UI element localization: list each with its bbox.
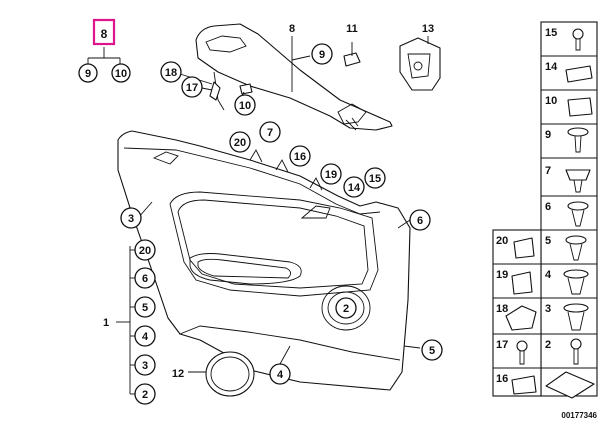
callout-6-panel[interactable]: 6 (417, 215, 423, 227)
callout-9-b[interactable]: 9 (319, 49, 325, 61)
selected-part-box[interactable] (92, 18, 116, 46)
callout-8-selected[interactable]: 8 (101, 27, 108, 41)
group-item-2[interactable]: 2 (142, 389, 148, 401)
fastener-16-icon (511, 375, 537, 395)
fastener-list-labels: 15 14 10 9 7 6 5 4 3 2 20 19 18 17 16 (496, 27, 558, 385)
fastener-7-icon (565, 169, 591, 193)
rear-side-trim-panel (117, 130, 411, 391)
callout-1[interactable]: 1 (103, 317, 109, 329)
fastener-20-icon (513, 237, 535, 259)
diagram-reference-number: 00177346 (561, 411, 597, 420)
clip-17-drawing (209, 81, 221, 101)
fastener-9-icon (567, 127, 589, 153)
list-label-6[interactable]: 6 (545, 201, 551, 213)
fastener-17-icon (516, 340, 528, 365)
list-label-5[interactable]: 5 (545, 235, 551, 247)
bracket-13-drawing (399, 37, 441, 91)
list-label-18[interactable]: 18 (496, 303, 508, 315)
fastener-15-icon (572, 28, 584, 51)
fastener-2-icon (570, 338, 582, 365)
callout-17[interactable]: 17 (186, 82, 198, 94)
callout-9[interactable]: 9 (85, 68, 91, 80)
callouts: 8 9 10 8 9 11 13 18 17 10 20 7 16 19 14 … (78, 23, 443, 405)
callout-11[interactable]: 11 (346, 23, 358, 35)
callout-10[interactable]: 10 (115, 68, 127, 80)
fastener-14-icon (565, 65, 593, 83)
group-item-6[interactable]: 6 (142, 273, 148, 285)
callout-18[interactable]: 18 (165, 67, 177, 79)
list-label-17[interactable]: 17 (496, 339, 508, 351)
callout-20[interactable]: 20 (234, 137, 246, 149)
callout-19[interactable]: 19 (325, 169, 337, 181)
callout-10-b[interactable]: 10 (239, 100, 251, 112)
group-item-4[interactable]: 4 (142, 331, 149, 343)
callout-7[interactable]: 7 (267, 127, 273, 139)
callout-12[interactable]: 12 (172, 368, 184, 380)
list-label-7[interactable]: 7 (545, 165, 551, 177)
fastener-10-icon (567, 97, 593, 117)
list-label-14[interactable]: 14 (545, 61, 558, 73)
callout-5-panel[interactable]: 5 (429, 345, 435, 357)
callout-8[interactable]: 8 (289, 23, 295, 35)
list-label-15[interactable]: 15 (545, 27, 557, 39)
fastener-list-panel (492, 21, 598, 399)
fastener-18-icon (505, 305, 537, 331)
group-item-3[interactable]: 3 (142, 360, 148, 372)
list-label-10[interactable]: 10 (545, 95, 557, 107)
speaker-grille-12-drawing (205, 351, 255, 397)
callout-16[interactable]: 16 (294, 151, 306, 163)
list-label-4[interactable]: 4 (545, 269, 552, 281)
list-label-9[interactable]: 9 (545, 129, 551, 141)
upper-trim-cover (195, 23, 393, 131)
group-item-5[interactable]: 5 (142, 302, 148, 314)
arrow-symbol-icon (545, 371, 595, 399)
list-label-19[interactable]: 19 (496, 269, 508, 281)
fastener-4-icon (563, 269, 589, 295)
group-ticks (130, 249, 135, 395)
callout-14[interactable]: 14 (348, 182, 361, 194)
list-label-3[interactable]: 3 (545, 303, 551, 315)
clip-10-drawing (239, 83, 253, 95)
list-label-20[interactable]: 20 (496, 235, 508, 247)
fastener-19-icon (511, 271, 533, 295)
callout-3-panel[interactable]: 3 (128, 213, 134, 225)
group-item-20[interactable]: 20 (139, 245, 151, 257)
list-label-16[interactable]: 16 (496, 373, 508, 385)
callout-13[interactable]: 13 (422, 23, 434, 35)
fastener-6-icon (567, 201, 589, 227)
list-label-2[interactable]: 2 (545, 339, 551, 351)
fastener-5-icon (565, 235, 587, 261)
callout-4-panel[interactable]: 4 (277, 369, 284, 381)
callout-15[interactable]: 15 (369, 173, 381, 185)
leader-lines (87, 36, 429, 394)
callout-2-panel[interactable]: 2 (343, 303, 349, 315)
fastener-3-icon (563, 303, 589, 331)
